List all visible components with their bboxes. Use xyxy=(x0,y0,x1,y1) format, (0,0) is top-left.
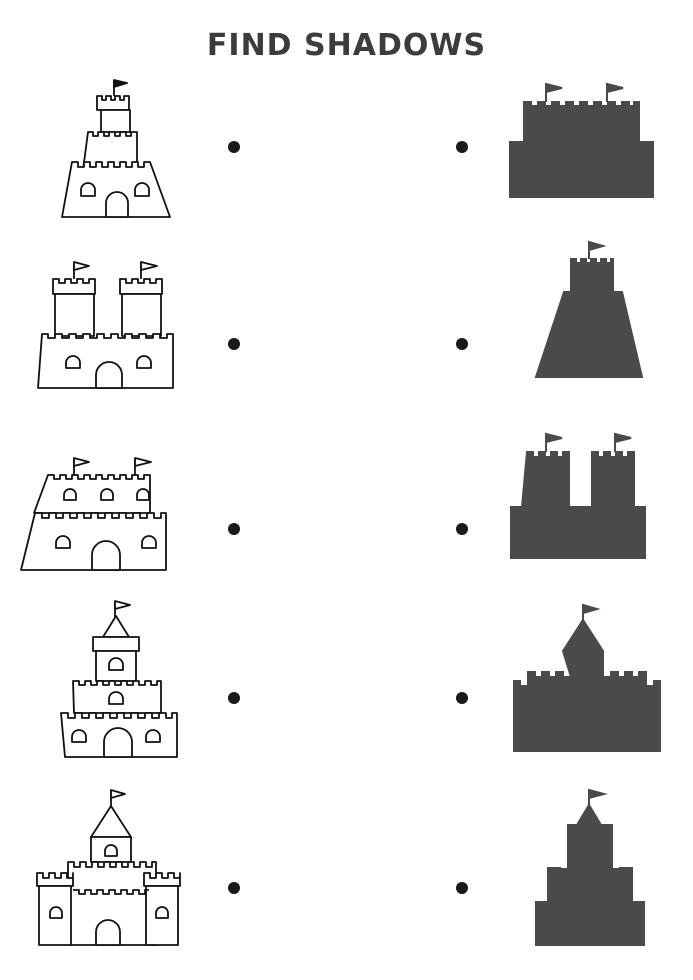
shadow-5 xyxy=(535,788,645,946)
castle-outline-2 xyxy=(37,261,174,389)
left-dot-3[interactable] xyxy=(228,523,240,535)
right-dot-5[interactable] xyxy=(456,882,468,894)
shadow-2 xyxy=(534,240,644,378)
castle-outline-4 xyxy=(60,600,178,758)
shadow-3 xyxy=(510,432,646,559)
right-dot-2[interactable] xyxy=(456,338,468,350)
right-dot-3[interactable] xyxy=(456,523,468,535)
castle-outline-1 xyxy=(61,79,171,218)
right-dot-1[interactable] xyxy=(456,141,468,153)
shadow-1 xyxy=(509,82,654,198)
castle-outline-3 xyxy=(20,457,167,571)
right-dot-4[interactable] xyxy=(456,692,468,704)
left-dot-1[interactable] xyxy=(228,141,240,153)
shadow-4 xyxy=(513,603,661,752)
castle-outline-5 xyxy=(36,789,181,946)
left-dot-5[interactable] xyxy=(228,882,240,894)
left-dot-4[interactable] xyxy=(228,692,240,704)
page-title: FIND SHADOWS xyxy=(206,28,487,63)
left-dot-2[interactable] xyxy=(228,338,240,350)
